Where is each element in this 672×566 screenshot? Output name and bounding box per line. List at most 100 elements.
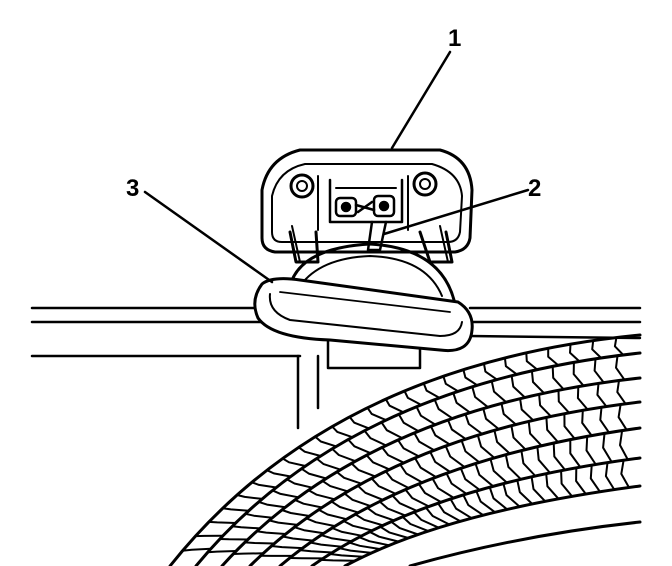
tread-chevron [415, 405, 437, 426]
tread-chevron [617, 403, 628, 431]
lamp-housing [260, 148, 474, 264]
tread-chevron [236, 494, 264, 500]
tread-chevron [390, 520, 420, 536]
tread-chevron [243, 541, 276, 545]
tread-chevron [447, 419, 467, 441]
tread-chevron [471, 385, 489, 409]
tread-chevron [309, 541, 343, 548]
tread-chevron [504, 453, 522, 481]
tread-chevron [347, 438, 372, 455]
tread-chevron [305, 517, 337, 528]
tread-chevron [330, 500, 360, 514]
tread-chevron [404, 488, 430, 508]
tread-chevron [399, 463, 424, 484]
leader-3 [143, 190, 274, 284]
tread-chevron [294, 498, 323, 509]
tread-chevron [530, 475, 547, 503]
tread-chevron [331, 527, 363, 537]
tread-chevron [381, 446, 405, 464]
tread-chevron [206, 550, 238, 554]
tread-chevron [317, 508, 348, 521]
tread-chevron [429, 450, 452, 473]
tread-chevron [613, 336, 625, 356]
tread-chevron [591, 339, 603, 359]
tread-chevron [563, 412, 576, 440]
tread-chevron [602, 432, 613, 463]
tread-chevron [545, 416, 559, 444]
tread-chevron [397, 413, 420, 433]
tread-chevron [547, 347, 560, 367]
tread-chevron [596, 382, 608, 408]
tread-chevron [520, 449, 537, 477]
tread-chevron [244, 512, 274, 519]
tread-chevron [482, 362, 498, 381]
tread-chevron [459, 467, 481, 491]
tread-chevron [343, 492, 372, 508]
tread-chevron [342, 520, 374, 532]
tread-chevron [329, 553, 365, 558]
tread-chevron [365, 454, 391, 471]
tread-chevron [502, 482, 521, 508]
tread-chevron [298, 549, 334, 554]
tread-chevron [413, 432, 436, 452]
tread-chevron [449, 498, 473, 520]
tread-chevron [442, 375, 460, 393]
tread-chevron [422, 382, 441, 399]
tread-chevron [231, 525, 261, 530]
tread-chevron [297, 446, 322, 457]
frame-rails [30, 306, 642, 358]
tread-chevron [551, 365, 565, 391]
tread-chevron [616, 379, 627, 405]
tread-chevron [370, 477, 397, 495]
tread-chevron [493, 429, 511, 455]
tread-chevron [557, 389, 571, 414]
tread-chevron [585, 435, 597, 466]
tread-chevron [620, 459, 630, 489]
tread-chevron [569, 438, 582, 469]
tread-chevron [581, 409, 593, 437]
tread-chevron [444, 445, 466, 469]
tread-chevron [462, 493, 485, 517]
tread-chevron [331, 447, 357, 463]
tread-chevron [350, 462, 377, 478]
tread-chevron [335, 471, 363, 485]
tread-chevron [536, 445, 551, 474]
leader-lines [143, 50, 530, 284]
tread-chevron [307, 489, 336, 501]
tread-chevron [475, 490, 497, 514]
tread-chevron [356, 484, 384, 501]
leader-1 [390, 50, 452, 150]
tread-chevron [366, 406, 387, 422]
tread-chevron [572, 361, 585, 387]
tread-chevron [321, 479, 349, 493]
tread-chevron [280, 509, 311, 517]
tread-chevron [403, 390, 423, 406]
tread-chevron [380, 421, 404, 440]
tire-tread-marks [181, 336, 630, 562]
callout-1-label: 1 [448, 25, 461, 52]
tread-chevron [437, 502, 462, 523]
tread-chevron [552, 442, 566, 471]
tread-chevron [221, 507, 250, 512]
tread-chevron [268, 519, 299, 526]
tread-chevron [429, 425, 451, 446]
tread-chevron [413, 511, 440, 529]
tread-chevron [378, 500, 407, 517]
tread-chevron [545, 472, 560, 500]
tread-chevron [576, 385, 589, 411]
tread-chevron [368, 530, 400, 543]
tread-chevron [319, 558, 356, 562]
tread-chevron [474, 462, 495, 488]
tread-chevron [424, 506, 451, 526]
tread-chevron [615, 354, 626, 381]
tread-chevron [452, 392, 471, 414]
tread-chevron [348, 415, 370, 430]
tread-chevron [569, 343, 581, 363]
tread-chevron [320, 534, 353, 543]
tread-chevron [489, 458, 508, 484]
tread-chevron [232, 552, 265, 555]
tread-chevron [401, 515, 430, 533]
tread-chevron [293, 526, 325, 535]
tread-chevron [431, 477, 455, 499]
